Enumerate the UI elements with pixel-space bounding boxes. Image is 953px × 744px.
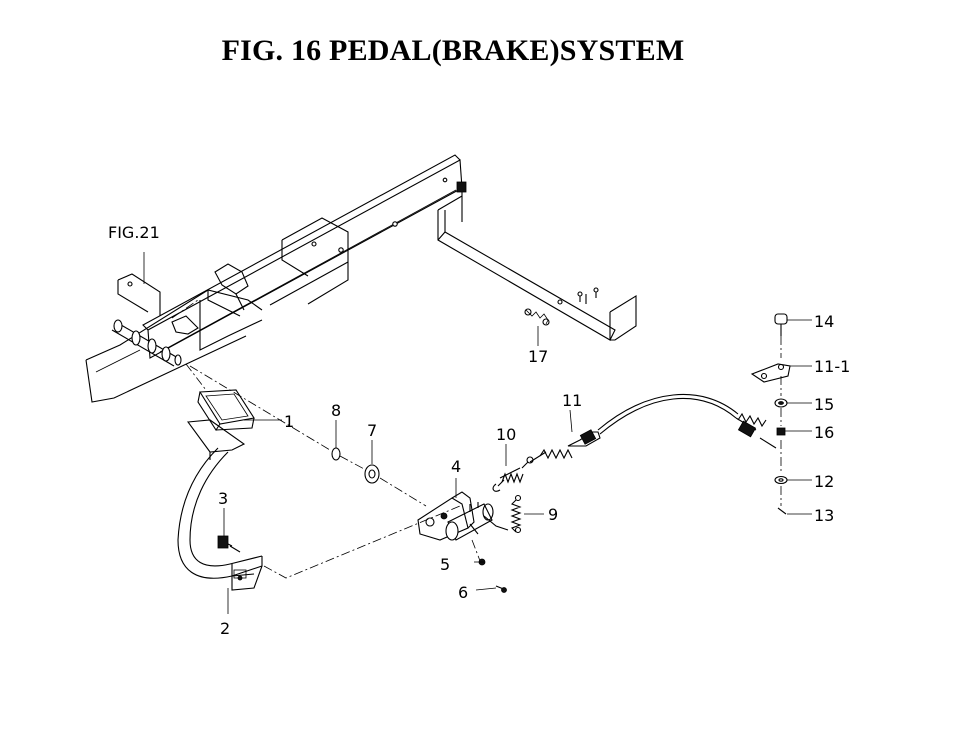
leader-lines bbox=[223, 319, 812, 614]
brake-pedal bbox=[177, 389, 461, 591]
callout-14: 14 bbox=[814, 312, 834, 331]
callout-13: 13 bbox=[814, 506, 834, 525]
callout-4: 4 bbox=[451, 457, 461, 476]
callout-7: 7 bbox=[367, 421, 377, 440]
callout-16: 16 bbox=[814, 423, 834, 442]
callout-6: 6 bbox=[458, 583, 468, 602]
reference-fig21-label: FIG.21 bbox=[108, 223, 160, 242]
callout-17: 17 bbox=[528, 347, 548, 366]
callout-8: 8 bbox=[331, 401, 341, 420]
washers bbox=[189, 365, 427, 507]
figure-title: FIG. 16 PEDAL(BRAKE)SYSTEM bbox=[221, 34, 685, 67]
callout-2: 2 bbox=[220, 619, 230, 638]
callout-labels: FIG.21 1 2 3 4 5 6 7 8 9 10 11 11-1 12 1… bbox=[108, 223, 850, 638]
callout-15: 15 bbox=[814, 395, 834, 414]
frame bbox=[85, 154, 637, 403]
callout-5: 5 bbox=[440, 555, 450, 574]
callout-1: 1 bbox=[284, 412, 294, 431]
brake-lever-bracket bbox=[417, 491, 509, 593]
callout-9: 9 bbox=[548, 505, 558, 524]
callout-11-1: 11-1 bbox=[814, 357, 850, 376]
callout-12: 12 bbox=[814, 472, 834, 491]
brake-cable bbox=[529, 394, 777, 463]
callout-11: 11 bbox=[562, 391, 582, 410]
springs bbox=[492, 456, 534, 534]
cable-end-parts bbox=[750, 313, 791, 515]
callout-3: 3 bbox=[218, 489, 228, 508]
callout-10: 10 bbox=[496, 425, 516, 444]
